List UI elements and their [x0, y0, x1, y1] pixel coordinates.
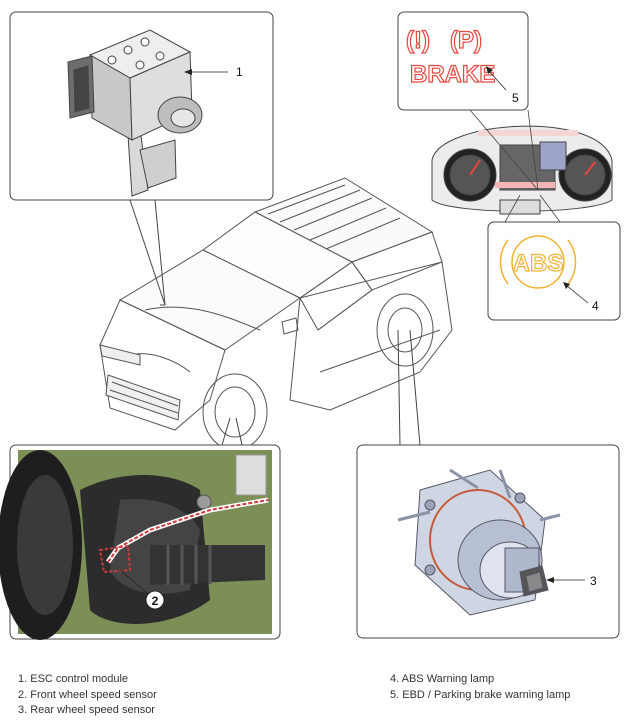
- parking-brake-symbol: (P): [450, 27, 482, 54]
- brake-lamp-callout: (!) (P) BRAKE 5: [397, 11, 529, 111]
- callout-5: 5: [512, 91, 519, 105]
- legend-left: 1. ESC control module 2. Front wheel spe…: [18, 672, 157, 719]
- legend-item-front-sensor: 2. Front wheel speed sensor: [18, 688, 157, 701]
- rear-hub-drawing: [397, 468, 561, 616]
- brake-warning-symbol: (!): [406, 27, 430, 54]
- esc-control-module-drawing: [67, 29, 203, 197]
- legend-item-abs-lamp: 4. ABS Warning lamp: [390, 673, 495, 685]
- callout-2: 2: [152, 594, 159, 608]
- rear-sensor-callout: 3: [356, 329, 620, 639]
- legend-right: 4. ABS Warning lamp 5. EBD / Parking bra…: [390, 672, 570, 703]
- abs-text-lamp: ABS: [513, 250, 564, 277]
- legend-item-rear-sensor: 3. Rear wheel speed sensor: [18, 704, 155, 716]
- vehicle-illustration: [99, 177, 453, 451]
- instrument-cluster: [431, 125, 613, 215]
- callout-4: 4: [592, 299, 599, 313]
- legend-item-brake-lamp: 5. EBD / Parking brake warning lamp: [390, 688, 571, 701]
- callout-1: 1: [236, 65, 243, 79]
- esc-module-callout: 1: [9, 11, 274, 306]
- callout-3: 3: [590, 574, 597, 588]
- brake-text-lamp: BRAKE: [410, 61, 495, 88]
- abs-lamp-callout: ABS 4: [487, 221, 621, 321]
- front-sensor-callout: 2: [0, 417, 281, 640]
- legend-item-esc-module: 1. ESC control module: [18, 673, 129, 685]
